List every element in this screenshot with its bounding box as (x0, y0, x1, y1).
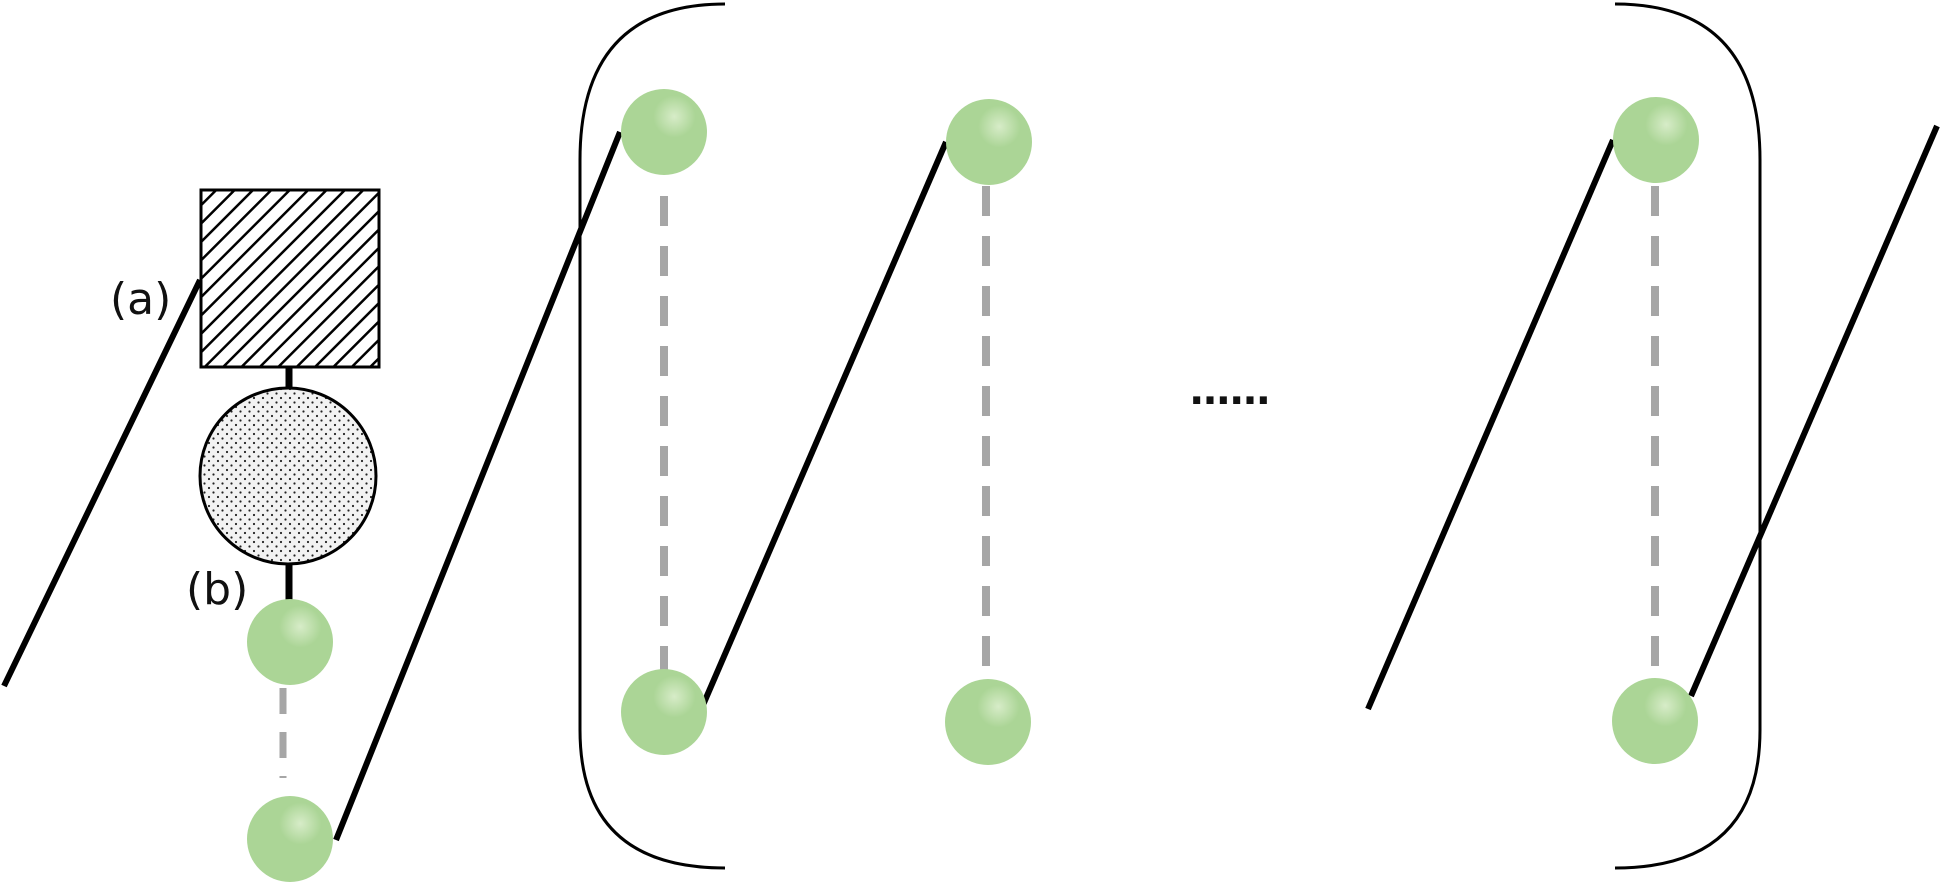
node-left-top (247, 599, 333, 685)
node-column-n-top (1613, 97, 1699, 183)
diagonal-link-into-column-n (1365, 138, 1616, 711)
diagonal-link-far-left (1, 278, 203, 688)
diagonal-link-out-of-bracket (1688, 124, 1940, 698)
diagonal-link-into-bracket (333, 130, 623, 842)
bracket-right (1614, 2, 1762, 870)
node-column-1-bottom (621, 669, 707, 755)
node-left-bottom (247, 796, 333, 882)
diagonal-link-column-1-to-2 (697, 140, 949, 714)
node-column-n-bottom (1612, 678, 1698, 764)
stippled-circle-block (198, 386, 378, 566)
bracket-left (578, 2, 726, 870)
label-a: (a) (110, 274, 171, 325)
label-b: (b) (186, 564, 248, 615)
node-column-2-top (946, 99, 1032, 185)
hatched-square-block (199, 188, 381, 369)
node-column-2-bottom (945, 679, 1031, 765)
node-column-1-top (621, 89, 707, 175)
ellipsis-text: …… (1190, 368, 1270, 414)
